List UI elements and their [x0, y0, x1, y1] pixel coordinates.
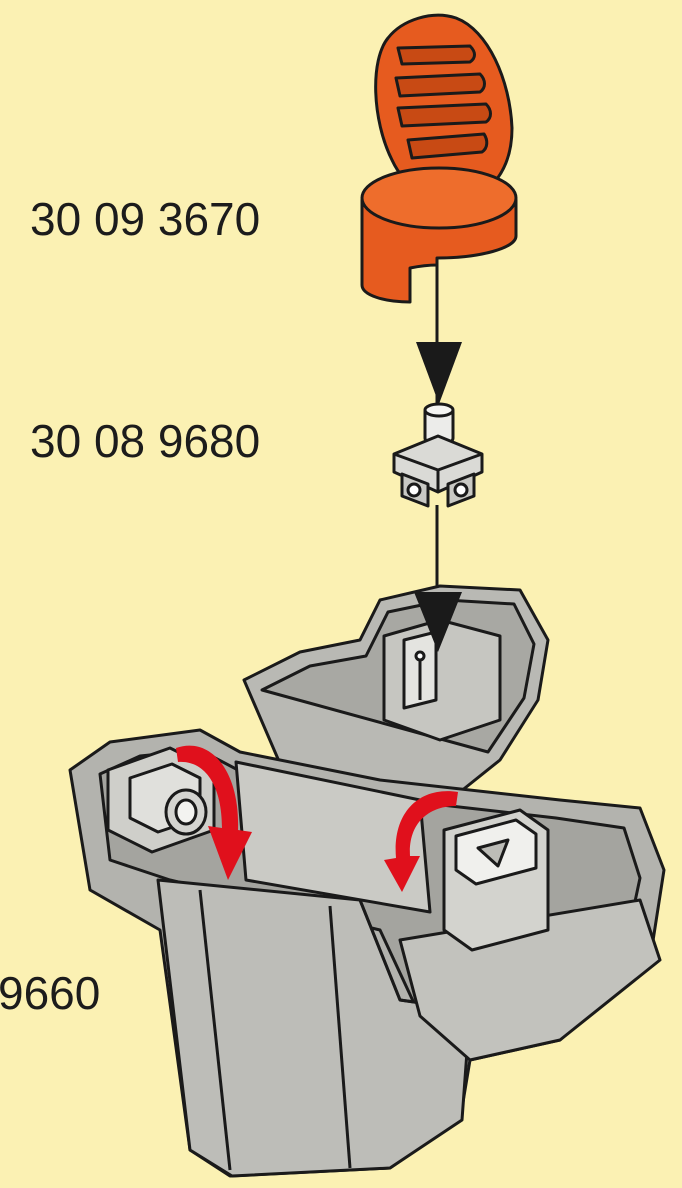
arrow-down-icon [416, 342, 462, 404]
part-label-connector: 30 08 9680 [30, 418, 260, 464]
base-housing-icon [70, 586, 664, 1176]
part-label-housing: 9660 [0, 970, 100, 1016]
part-label-cap: 30 09 3670 [30, 196, 260, 242]
swivel-connector-icon [394, 404, 482, 506]
grip-cap-icon [362, 15, 516, 302]
